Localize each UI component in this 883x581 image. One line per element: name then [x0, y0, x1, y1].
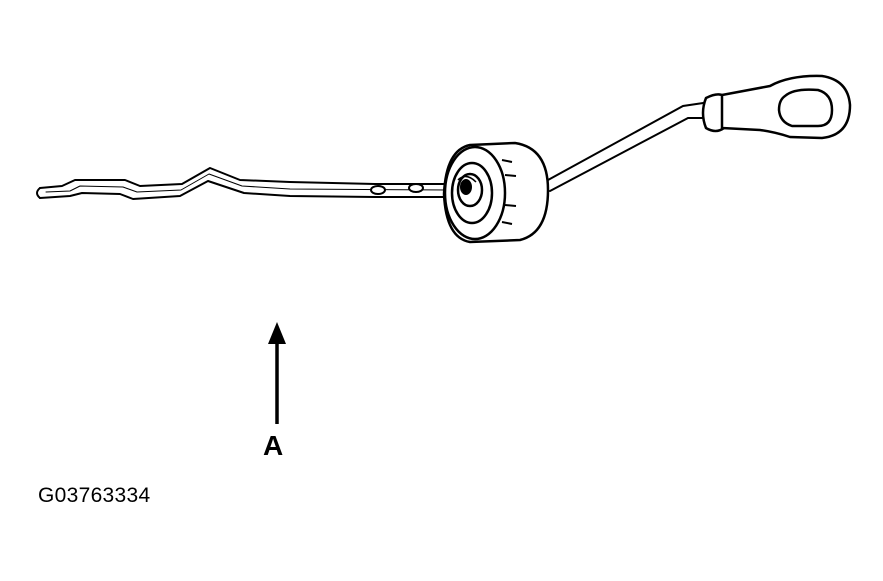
dipstick-cap — [442, 141, 550, 244]
callout-arrow-a — [268, 322, 286, 424]
dipstick-handle — [701, 74, 852, 140]
dipstick-rivets — [370, 183, 424, 195]
callout-label-a: A — [263, 430, 284, 461]
dipstick-blade — [36, 167, 459, 200]
figure-id: G03763334 — [38, 484, 151, 507]
dipstick-rod — [547, 101, 711, 192]
